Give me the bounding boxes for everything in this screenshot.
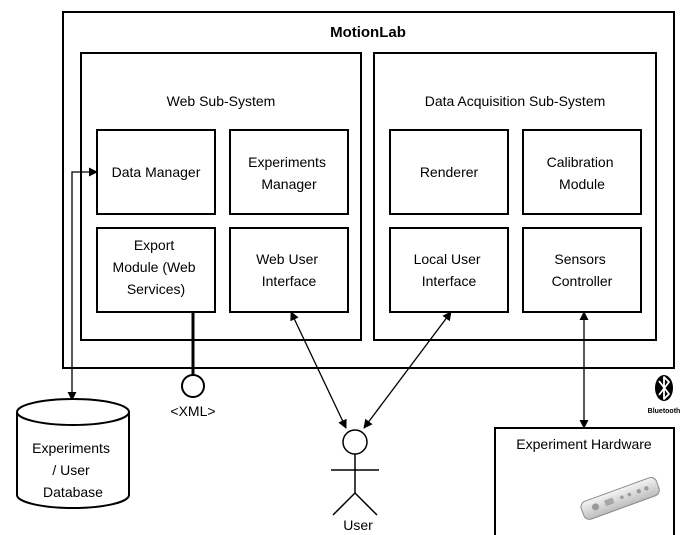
calibration-module-label: Calibration Module	[547, 154, 618, 192]
web-user-interface-box	[229, 227, 349, 313]
xml-interface-circle	[181, 374, 205, 398]
system-title: MotionLab	[330, 24, 406, 41]
experiments-manager-box	[229, 129, 349, 215]
renderer-box	[389, 129, 509, 215]
wii-remote-icon	[580, 477, 660, 520]
sensors-controller-label: Sensors Controller	[552, 251, 613, 289]
data-manager-label: Data Manager	[112, 164, 201, 180]
web-user-interface-label: Web User Interface	[256, 251, 322, 289]
web-subsystem-title: Web Sub-System	[167, 93, 276, 109]
export-module-label: Export Module (Web Services)	[113, 237, 200, 297]
renderer-label: Renderer	[420, 164, 479, 180]
database-data-manager-arrow	[67, 167, 98, 401]
sensors-controller-box	[522, 227, 642, 313]
user-actor-figure	[331, 429, 379, 516]
calibration-module-box	[522, 129, 642, 215]
local-user-interface-label: Local User Interface	[414, 251, 485, 289]
user-local-ui-arrow	[363, 311, 452, 429]
user-label: User	[343, 517, 373, 533]
experiments-manager-label: Experiments Manager	[248, 154, 330, 192]
experiment-hardware-title: Experiment Hardware	[516, 436, 652, 452]
experiment-hardware-box	[494, 427, 675, 535]
local-user-interface-box	[389, 227, 509, 313]
xml-label: <XML>	[170, 403, 215, 419]
bluetooth-icon	[655, 375, 673, 401]
user-web-ui-arrow	[290, 311, 347, 429]
database-label: Experiments / User Database	[32, 440, 114, 500]
daq-subsystem-title: Data Acquisition Sub-System	[425, 93, 606, 109]
daq-subsystem-box	[373, 52, 657, 341]
data-manager-box	[96, 129, 216, 215]
bluetooth-label: Bluetooth	[648, 408, 681, 415]
database-cylinder	[16, 398, 130, 509]
